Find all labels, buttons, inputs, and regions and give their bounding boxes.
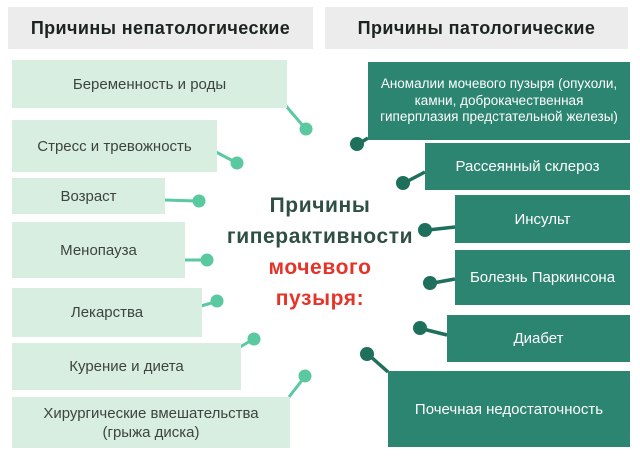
cause-stroke: Инсульт <box>455 195 630 243</box>
cause-label: Почечная недостаточность <box>414 400 604 418</box>
cause-label: Хирургические вмешательства (грыжа диска… <box>43 404 259 441</box>
cause-bladder-anomalies: Аномалии мочевого пузыря (опухоли, камни… <box>368 62 630 140</box>
cause-label: Аномалии мочевого пузыря (опухоли, камни… <box>380 76 618 125</box>
connector-dot <box>360 347 374 361</box>
cause-label: Болезнь Паркинсона <box>469 269 616 286</box>
cause-label: Беременность и роды <box>72 75 227 93</box>
cause-label: Инсульт <box>514 210 571 228</box>
cause-label: Лекарства <box>70 304 144 321</box>
cause-diabetes: Диабет <box>447 315 630 362</box>
cause-parkinsons-disease: Болезнь Паркинсона <box>455 250 630 305</box>
cause-label: Стресс и тревожность <box>37 137 192 155</box>
connector-dot <box>230 156 244 170</box>
cause-label: Рассеянный склероз <box>455 158 600 175</box>
cause-multiple-sclerosis: Рассеянный склероз <box>425 143 630 190</box>
cause-smoking-diet: Курение и диета <box>12 343 241 390</box>
connector-dot <box>299 122 313 136</box>
cause-label: Возраст <box>60 187 117 205</box>
cause-medications: Лекарства <box>12 288 202 337</box>
cause-renal-failure: Почечная недостаточность <box>388 371 630 447</box>
cause-age: Возраст <box>12 178 165 214</box>
connector-dot <box>350 137 364 151</box>
central-title-line-3: мочевого <box>268 256 372 279</box>
connector-dot <box>247 332 261 346</box>
central-title-line-2: гиперактивности <box>226 225 414 248</box>
header-pathological-causes: Причины патологические <box>325 7 628 49</box>
cause-label: Курение и диета <box>69 358 184 375</box>
connector-line <box>287 378 305 398</box>
connector-line <box>239 338 253 349</box>
connector-line <box>284 105 306 128</box>
cause-label: Менопауза <box>60 241 137 259</box>
connector-line <box>359 136 369 145</box>
header-nonpathological-label: Причины непатологические <box>30 17 291 38</box>
cause-pregnancy-childbirth: Беременность и роды <box>12 60 287 108</box>
cause-label: Диабет <box>513 330 564 347</box>
connector-dot <box>396 176 410 190</box>
cause-menopause: Менопауза <box>12 222 185 278</box>
header-nonpathological-causes: Причины непатологические <box>8 7 313 49</box>
connector-line <box>422 327 448 337</box>
connector-dot <box>413 321 427 335</box>
connector-line <box>368 354 390 374</box>
cause-surgery-disc-herniation: Хирургические вмешательства (грыжа диска… <box>12 397 290 448</box>
cause-stress-anxiety: Стресс и тревожность <box>12 120 217 172</box>
central-title-line-1: Причины <box>269 194 371 217</box>
connector-line <box>405 170 426 184</box>
central-title-line-4: пузыря: <box>275 287 365 310</box>
connector-line <box>215 150 236 164</box>
header-pathological-label: Причины патологические <box>357 17 596 38</box>
central-title: Причины гиперактивности мочевого пузыря: <box>175 190 465 314</box>
connector-dot <box>298 369 312 383</box>
